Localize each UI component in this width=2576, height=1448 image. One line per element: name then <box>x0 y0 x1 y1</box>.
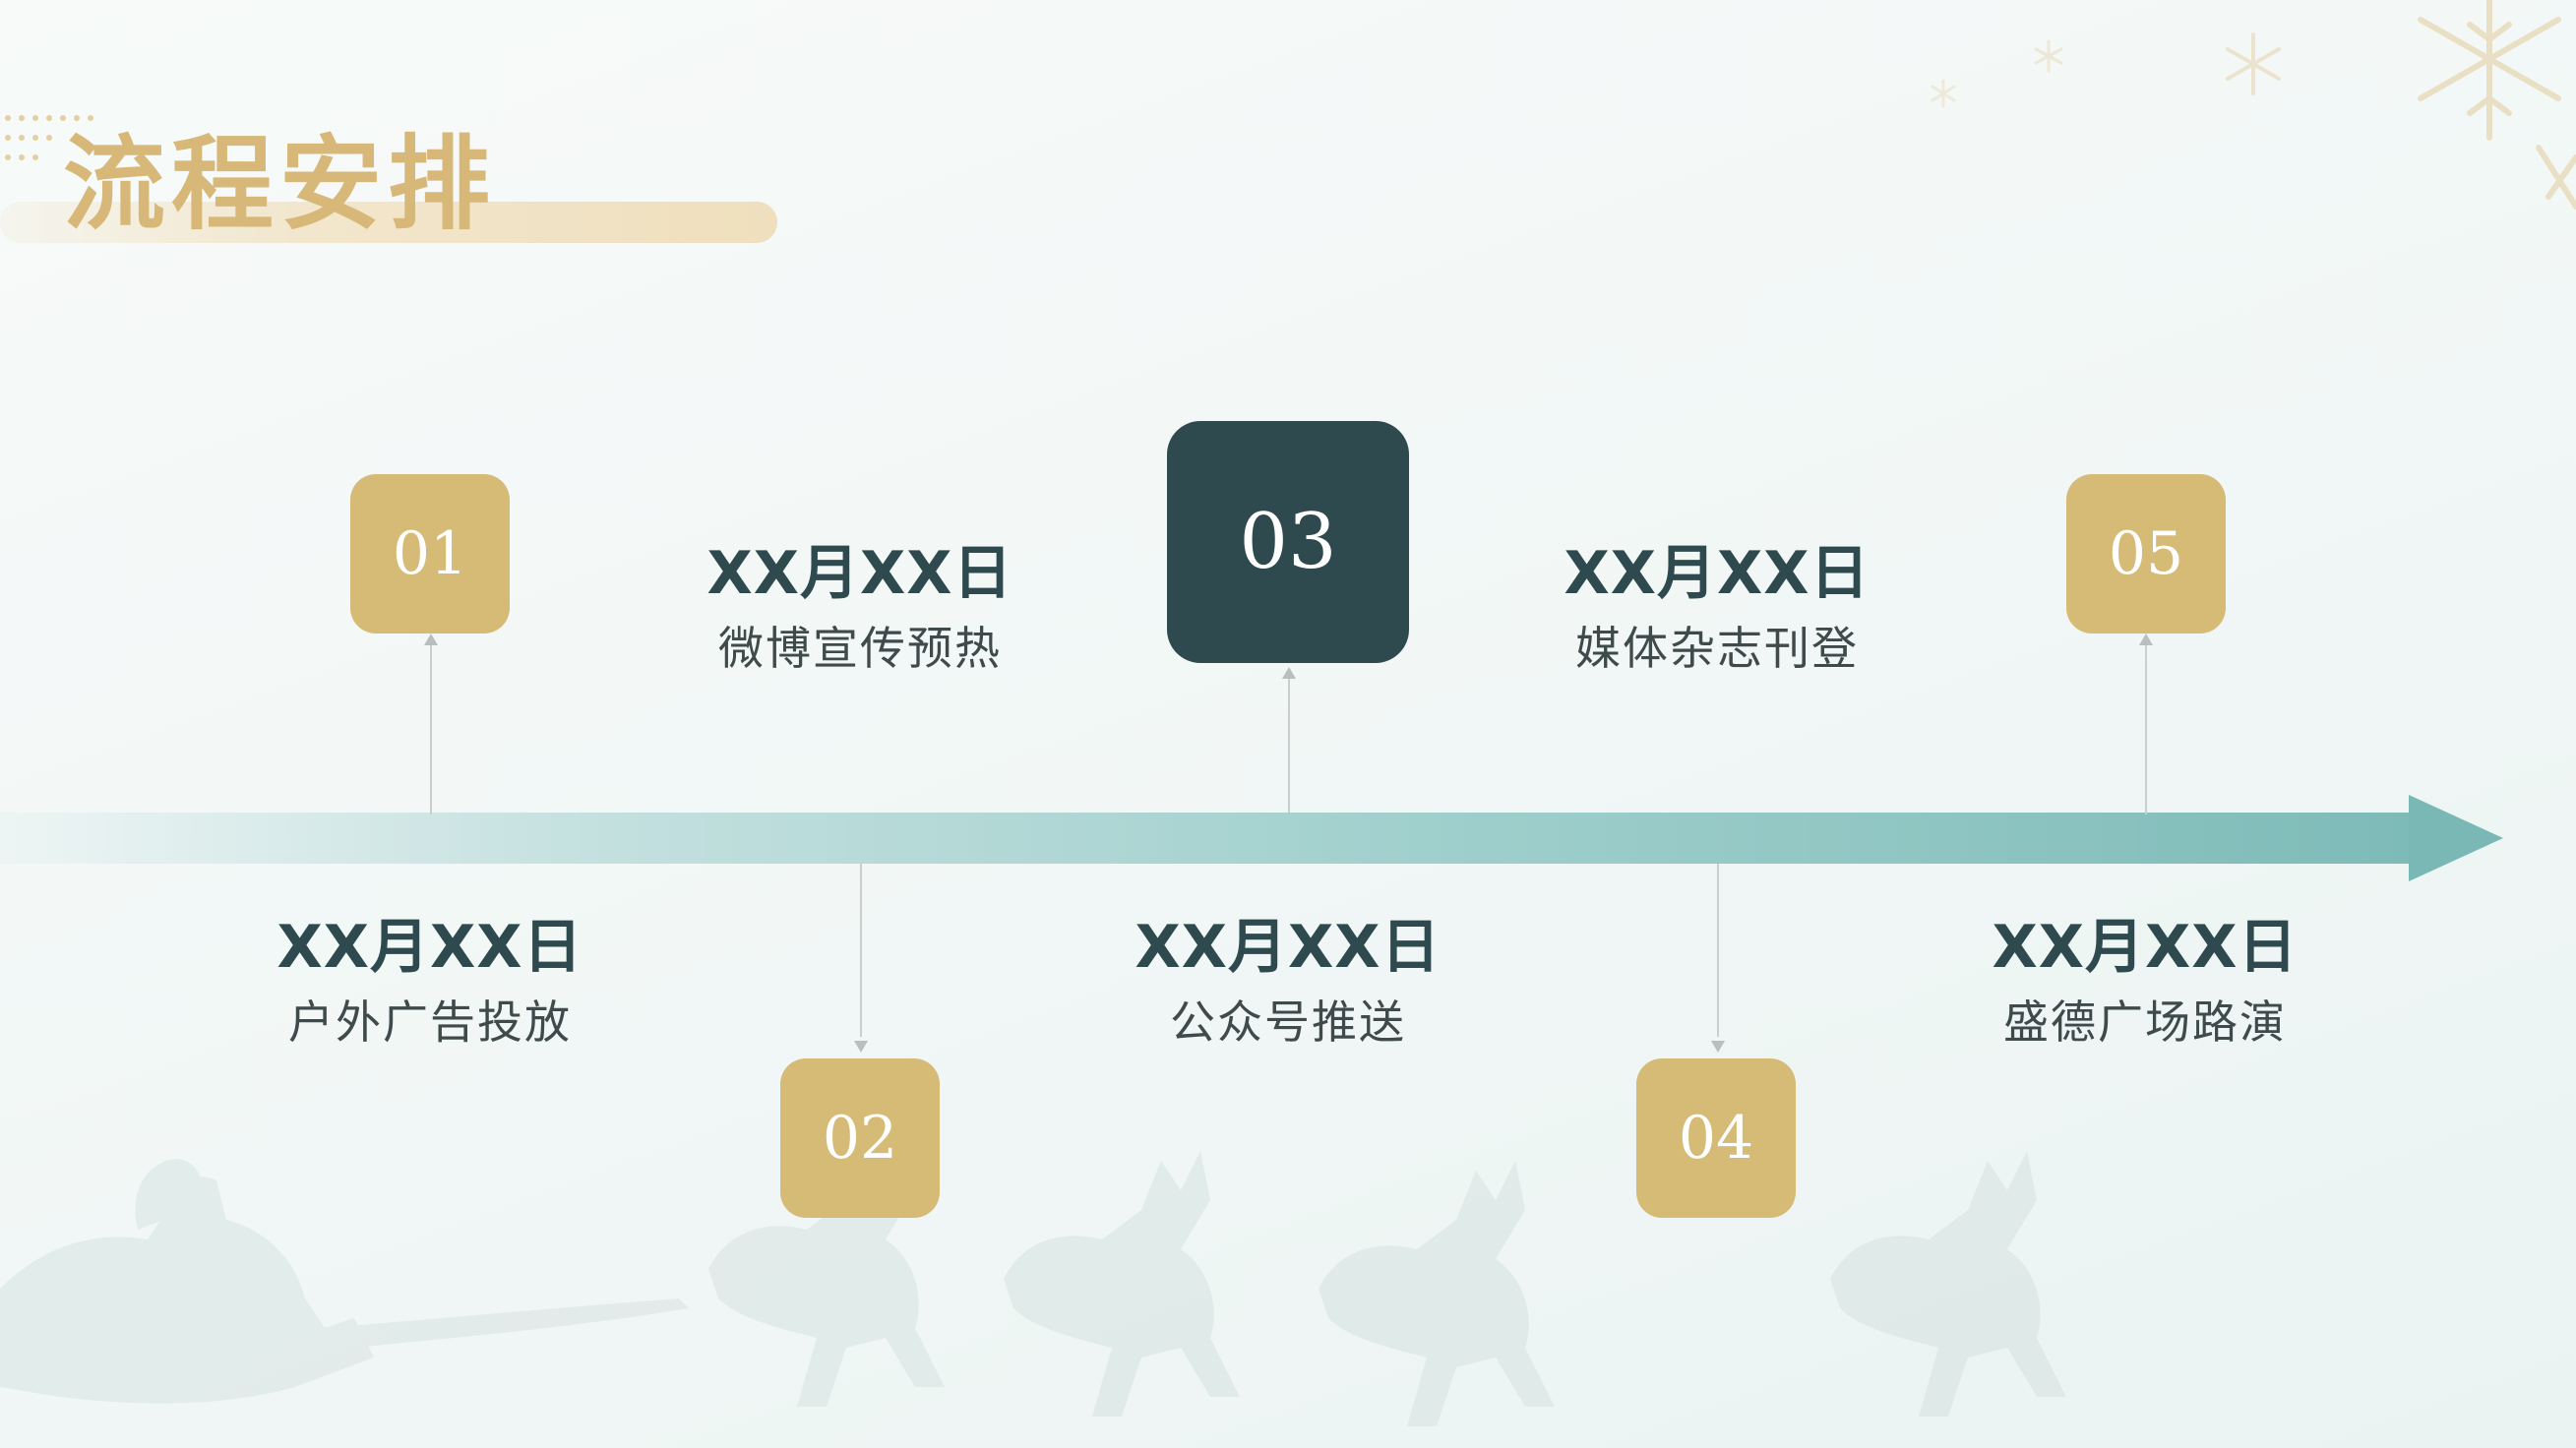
connector-arrow-04 <box>1711 1041 1725 1053</box>
connector-arrow-05 <box>2139 634 2153 645</box>
connector-line-04 <box>1717 864 1719 1037</box>
event-label-01: XX月XX日 户外广告投放 <box>223 913 637 1053</box>
connector-line-05 <box>2145 641 2147 814</box>
reindeer-sleigh-silhouette-icon <box>0 1141 2066 1426</box>
event-desc-01: 户外广告投放 <box>288 996 572 1049</box>
event-label-04: XX月XX日 媒体杂志刊登 <box>1510 539 1924 679</box>
connector-line-02 <box>860 864 862 1037</box>
step-number-box-01: 01 <box>350 474 510 634</box>
event-date-05: XX月XX日 <box>1992 913 2299 982</box>
dot-grid-decoration <box>5 115 93 160</box>
step-number-box-02: 02 <box>780 1058 940 1218</box>
event-label-05: XX月XX日 盛德广场路演 <box>1938 913 2352 1053</box>
event-date-03: XX月XX日 <box>1135 913 1441 982</box>
snowflake-icon <box>2226 32 2281 95</box>
event-date-01: XX月XX日 <box>276 913 583 982</box>
connector-line-01 <box>430 641 432 814</box>
timeline-arrow-line <box>0 813 2411 864</box>
connector-line-03 <box>1288 675 1290 813</box>
event-date-04: XX月XX日 <box>1564 539 1871 608</box>
event-label-03: XX月XX日 公众号推送 <box>1081 913 1495 1053</box>
title-underline-bar <box>0 202 777 243</box>
step-number-box-03: 03 <box>1167 421 1409 663</box>
snowflake-icon <box>2418 0 2576 210</box>
event-desc-04: 媒体杂志刊登 <box>1575 622 1859 675</box>
connector-arrow-02 <box>854 1041 868 1053</box>
connector-arrow-01 <box>424 634 438 645</box>
connector-arrow-03 <box>1282 667 1296 679</box>
event-label-02: XX月XX日 微博宣传预热 <box>653 539 1067 679</box>
event-desc-05: 盛德广场路演 <box>2003 996 2287 1049</box>
timeline-arrow-head <box>2409 795 2503 881</box>
step-number-box-04: 04 <box>1636 1058 1796 1218</box>
snowflake-icon <box>1931 79 1956 108</box>
snowflake-icon <box>2034 39 2063 73</box>
event-date-02: XX月XX日 <box>706 539 1013 608</box>
event-desc-03: 公众号推送 <box>1170 996 1406 1049</box>
event-desc-02: 微博宣传预热 <box>718 622 1002 675</box>
step-number-box-05: 05 <box>2066 474 2226 634</box>
page-title: 流程安排 <box>63 124 497 244</box>
